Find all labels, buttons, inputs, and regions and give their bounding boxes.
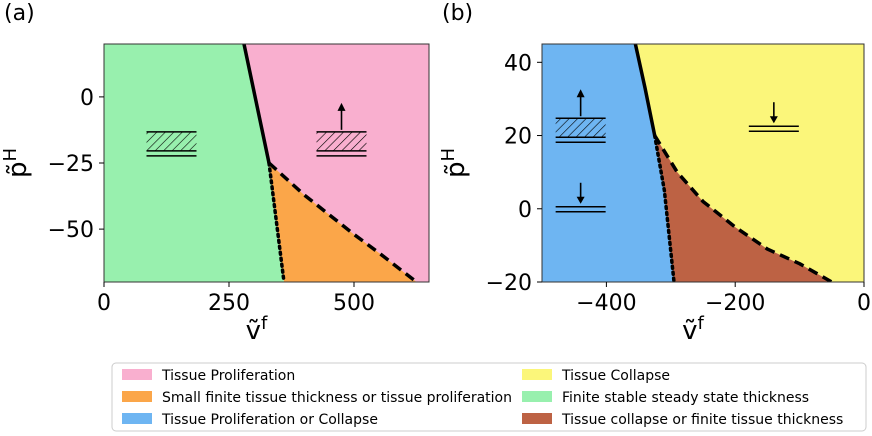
arrow-head: [337, 102, 346, 111]
y-tick-label: 0: [518, 198, 532, 223]
y-axis-label-group: p̃H: [438, 148, 471, 178]
arrow-head: [576, 196, 585, 204]
y-tick-label: −50: [48, 218, 94, 243]
panel-label: (b): [442, 1, 473, 26]
x-axis-label-sup: f: [261, 313, 268, 334]
legend-swatch-yellow: [522, 369, 552, 380]
boundary-dashed: [653, 134, 833, 282]
y-axis-label: p̃H: [438, 148, 471, 178]
legend-swatch-pink: [122, 369, 152, 380]
panel-label: (a): [4, 1, 35, 26]
legend-label: Tissue Proliferation or Collapse: [161, 412, 378, 428]
legend-label: Tissue collapse or finite tissue thickne…: [561, 412, 843, 428]
y-tick-label: 40: [504, 51, 532, 76]
y-tick-label: 0: [80, 86, 94, 111]
y-axis-label-sup: H: [0, 148, 21, 162]
x-axis-label-sup: f: [698, 313, 705, 334]
boundary-dotted: [652, 133, 676, 282]
arrow-head: [769, 116, 778, 124]
x-tick-label: −400: [576, 291, 636, 316]
region-green: [104, 44, 284, 282]
film-steady-icon: [146, 131, 197, 157]
legend-frame: [111, 362, 867, 432]
x-tick-label: 0: [857, 291, 871, 316]
region-orange: [269, 163, 417, 282]
legend-label: Tissue Proliferation: [161, 368, 295, 384]
region-pink: [244, 44, 429, 282]
y-axis-label-group: p̃H: [0, 148, 33, 178]
boundary-solid: [242, 44, 271, 164]
y-axis-label-sup: H: [438, 148, 459, 162]
film-hatch: [146, 131, 197, 151]
chart-panel-a: 0 250 500 0 −25 −50 (a) ṽf p̃H: [0, 1, 430, 346]
legend-label: Finite stable steady state thickness: [562, 390, 809, 406]
legend: Tissue Proliferation Tissue CollapseSmall…: [111, 362, 867, 432]
film-hatch: [316, 131, 367, 151]
region-brown: [654, 135, 832, 282]
legend-swatch-blue: [122, 413, 152, 424]
arrow-head: [576, 89, 585, 98]
legend-label: Small finite tissue thickness or tissue …: [162, 390, 512, 406]
chart-panel-b: −400 −200 0 40 20 0 −20 (b) ṽf p̃H: [438, 1, 871, 346]
film-grow-icon: [555, 89, 606, 143]
legend-label: Tissue Collapse: [561, 368, 670, 384]
y-tick-label: −20: [486, 271, 532, 296]
legend-swatch-green: [522, 391, 552, 402]
y-tick-label: −25: [48, 152, 94, 177]
y-axis-label: p̃H: [0, 148, 33, 178]
x-tick-label: 500: [333, 291, 375, 316]
region-yellow: [635, 44, 864, 282]
legend-swatch-orange: [122, 391, 152, 402]
x-axis-label: ṽf: [682, 313, 704, 346]
region-blue: [542, 44, 675, 282]
film-shrink-icon: [555, 182, 606, 213]
film-grow-icon: [316, 102, 367, 157]
plot-area: [104, 44, 429, 282]
boundary-dotted: [267, 161, 286, 282]
x-axis-label: ṽf: [246, 313, 268, 346]
plot-area: [542, 44, 864, 282]
x-tick-label: 0: [97, 291, 111, 316]
x-tick-label: 250: [208, 291, 250, 316]
boundary-solid: [633, 44, 657, 136]
film-shrink-icon: [748, 102, 799, 132]
film-hatch: [555, 118, 606, 138]
x-tick-label: −200: [705, 291, 765, 316]
plot-frame: [541, 43, 865, 283]
y-tick-label: 20: [504, 125, 532, 150]
legend-swatch-brown: [522, 413, 552, 424]
